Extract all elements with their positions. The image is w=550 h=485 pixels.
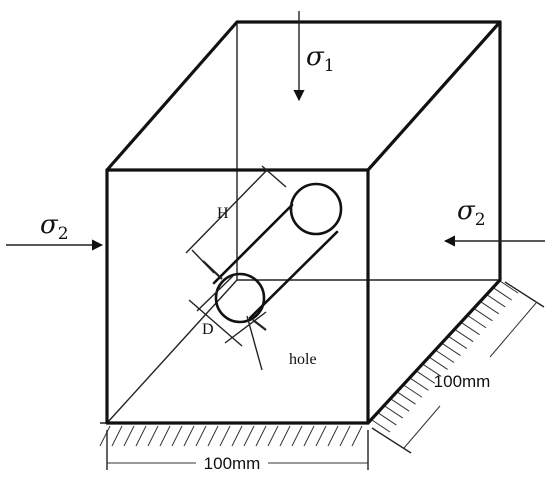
stress-sigma2-left: σ2 xyxy=(6,210,104,251)
hatch-mark xyxy=(493,287,512,301)
hatch-mark xyxy=(207,425,219,447)
dimension-H-line xyxy=(185,169,268,254)
dimension-D-tick xyxy=(252,319,267,331)
hatch-mark xyxy=(435,350,455,363)
hatch-mark xyxy=(255,425,267,447)
hatch-mark xyxy=(171,425,183,447)
hole-leader-line xyxy=(246,315,263,371)
cube-front-face xyxy=(105,168,370,425)
hatch-mark xyxy=(159,425,171,447)
dimension-bottom-width: 100mm xyxy=(106,430,369,473)
dimension-H-ext-upper xyxy=(261,165,287,188)
hatch-mark xyxy=(147,425,159,447)
cube-top-face xyxy=(105,20,502,172)
hatch-mark xyxy=(123,425,135,447)
hatch-mark xyxy=(416,370,436,384)
hatch-mark xyxy=(231,425,243,447)
dimension-H: H xyxy=(185,165,287,280)
hatch-mark xyxy=(327,425,339,447)
hatch-mark xyxy=(486,294,506,308)
sigma2-left-subscript: 2 xyxy=(58,224,69,244)
depth-label: 100mm xyxy=(434,372,491,391)
hatch-mark xyxy=(351,425,363,447)
ground-hatching-side xyxy=(371,280,519,433)
hatch-mark xyxy=(467,315,487,329)
hatch-mark xyxy=(499,280,519,294)
stress-sigma1: σ1 xyxy=(293,11,335,102)
hatch-mark xyxy=(243,425,255,447)
hatch-mark xyxy=(219,425,231,447)
depth-line-upper xyxy=(489,302,537,358)
hatch-mark xyxy=(135,425,147,447)
hatch-mark xyxy=(371,419,391,433)
hatch-mark xyxy=(461,322,480,336)
cylinder-far-end xyxy=(289,182,343,236)
hatch-mark xyxy=(267,425,279,447)
label-H: H xyxy=(217,205,229,222)
hatch-mark xyxy=(403,384,423,398)
sigma2-left-symbol: σ xyxy=(40,210,59,240)
sigma2-right-label: σ2 xyxy=(457,196,486,230)
hatch-mark xyxy=(384,405,404,419)
ground-hatching-bottom xyxy=(99,425,363,447)
dimension-side-depth: 100mm xyxy=(371,281,545,454)
hatch-mark xyxy=(448,336,468,350)
cube-right-face xyxy=(366,20,502,425)
hatch-mark xyxy=(410,377,429,391)
cylinder-upper-edge xyxy=(212,203,294,285)
dimension-D: D xyxy=(188,275,267,347)
dimension-D-line xyxy=(196,275,234,312)
hatch-mark xyxy=(303,425,315,447)
cube-outline xyxy=(105,20,502,425)
depth-line-lower xyxy=(403,405,441,449)
dimension-D-ext xyxy=(188,299,243,347)
hatch-mark xyxy=(480,301,500,315)
hatch-mark xyxy=(474,308,493,322)
hatch-mark xyxy=(339,425,351,447)
hatch-mark xyxy=(454,329,474,343)
hatch-mark xyxy=(315,425,327,447)
hatch-mark xyxy=(442,343,461,356)
hatch-mark xyxy=(291,425,303,447)
sigma2-right-symbol: σ xyxy=(457,196,476,226)
hatch-mark xyxy=(111,425,123,447)
sigma2-right-subscript: 2 xyxy=(475,210,486,230)
hatch-mark xyxy=(99,425,111,447)
sigma1-symbol: σ xyxy=(306,42,325,72)
width-label: 100mm xyxy=(204,454,261,473)
borehole-cylinder xyxy=(212,182,343,324)
hatch-mark xyxy=(429,357,448,370)
hatch-mark xyxy=(279,425,291,447)
hatch-mark xyxy=(390,398,410,412)
label-hole: hole xyxy=(289,351,317,368)
cylinder-near-end xyxy=(214,272,266,324)
dimension-H-tick xyxy=(202,260,223,280)
sigma1-label: σ1 xyxy=(306,42,335,76)
hatch-mark xyxy=(378,412,397,426)
label-D: D xyxy=(202,321,214,338)
stress-sigma2-right: σ2 xyxy=(443,196,545,247)
hatch-mark xyxy=(195,425,207,447)
hatch-mark xyxy=(183,425,195,447)
sigma2-left-label: σ2 xyxy=(40,210,69,244)
depth-ext-far xyxy=(504,281,545,308)
dimension-D-ext-2 xyxy=(224,311,267,344)
sigma1-subscript: 1 xyxy=(324,56,335,76)
depth-ext-near xyxy=(371,427,412,454)
cube-back-diagonal-edge xyxy=(106,279,238,424)
hatch-mark xyxy=(422,363,442,377)
hatch-mark xyxy=(397,391,416,405)
